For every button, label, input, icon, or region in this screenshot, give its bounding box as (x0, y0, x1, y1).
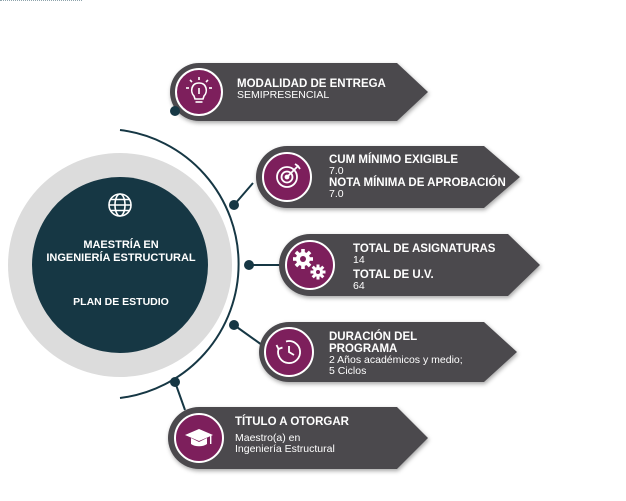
lightbulb-icon (186, 77, 212, 103)
hub-divider (0, 0, 82, 1)
hub-circle (32, 177, 208, 353)
info-card-asignaturas (244, 234, 540, 296)
info-card-titulo (168, 377, 428, 469)
card-heading: CUM MÍNIMO EXIGIBLE (329, 154, 459, 166)
card-value-line2: Ingeniería Estructural (235, 443, 335, 455)
info-card-modalidad (170, 63, 428, 121)
hub-title-line1: MAESTRÍA EN (83, 239, 159, 251)
hub-title: MAESTRÍA EN INGENIERÍA ESTRUCTURAL (40, 239, 202, 265)
info-card-cum (229, 146, 520, 210)
card-value: 7.0 (329, 165, 344, 177)
card-text-duracion: DURACIÓN DEL PROGRAMA 2 Años académicos … (329, 331, 463, 377)
card-body (279, 234, 540, 296)
gears-icon (293, 249, 326, 280)
card-value-line1: Maestro(a) en (235, 432, 301, 444)
card-text-cum: CUM MÍNIMO EXIGIBLE 7.0 NOTA MÍNIMA DE A… (329, 154, 506, 200)
card-value-2: 64 (353, 280, 365, 292)
card-heading-2: TOTAL DE U.V. (353, 269, 434, 281)
card-body (256, 146, 520, 208)
card-value: 14 (353, 254, 365, 266)
hub-title-line2: INGENIERÍA ESTRUCTURAL (46, 252, 196, 264)
card-body (168, 407, 428, 469)
connector-dot (244, 260, 254, 270)
connector-dot (170, 106, 180, 116)
clock-icon (275, 340, 301, 364)
card-heading-2: NOTA MÍNIMA DE APROBACIÓN (329, 177, 506, 189)
globe-icon (108, 193, 132, 217)
card-text-titulo: TÍTULO A OTORGAR Maestro(a) en Ingenierí… (235, 416, 349, 455)
connector-dot (170, 377, 180, 387)
card-text-asignaturas: TOTAL DE ASIGNATURAS 14 TOTAL DE U.V. 64 (353, 243, 495, 292)
hub-subtitle: PLAN DE ESTUDIO (73, 296, 169, 308)
info-card-duracion (229, 320, 517, 382)
card-heading: TÍTULO A OTORGAR (235, 416, 349, 428)
card-heading-line2: PROGRAMA (329, 343, 398, 355)
target-icon (276, 163, 301, 188)
connector-dot (229, 200, 239, 210)
card-value-2: 7.0 (329, 188, 344, 200)
card-heading: TOTAL DE ASIGNATURAS (353, 243, 496, 255)
connector-dot (229, 320, 239, 330)
graduation-cap-icon (185, 429, 213, 447)
card-value-line1: 2 Años académicos y medio; (329, 354, 463, 366)
connector-line (233, 324, 263, 346)
card-value: SEMIPRESENCIAL (237, 89, 330, 101)
card-text-modalidad: MODALIDAD DE ENTREGA SEMIPRESENCIAL (237, 78, 386, 101)
card-heading-line1: DURACIÓN DEL (329, 331, 418, 343)
card-body (170, 63, 428, 121)
card-heading: MODALIDAD DE ENTREGA (237, 78, 386, 90)
card-value-line2: 5 Ciclos (329, 365, 367, 377)
card-body (259, 322, 517, 382)
